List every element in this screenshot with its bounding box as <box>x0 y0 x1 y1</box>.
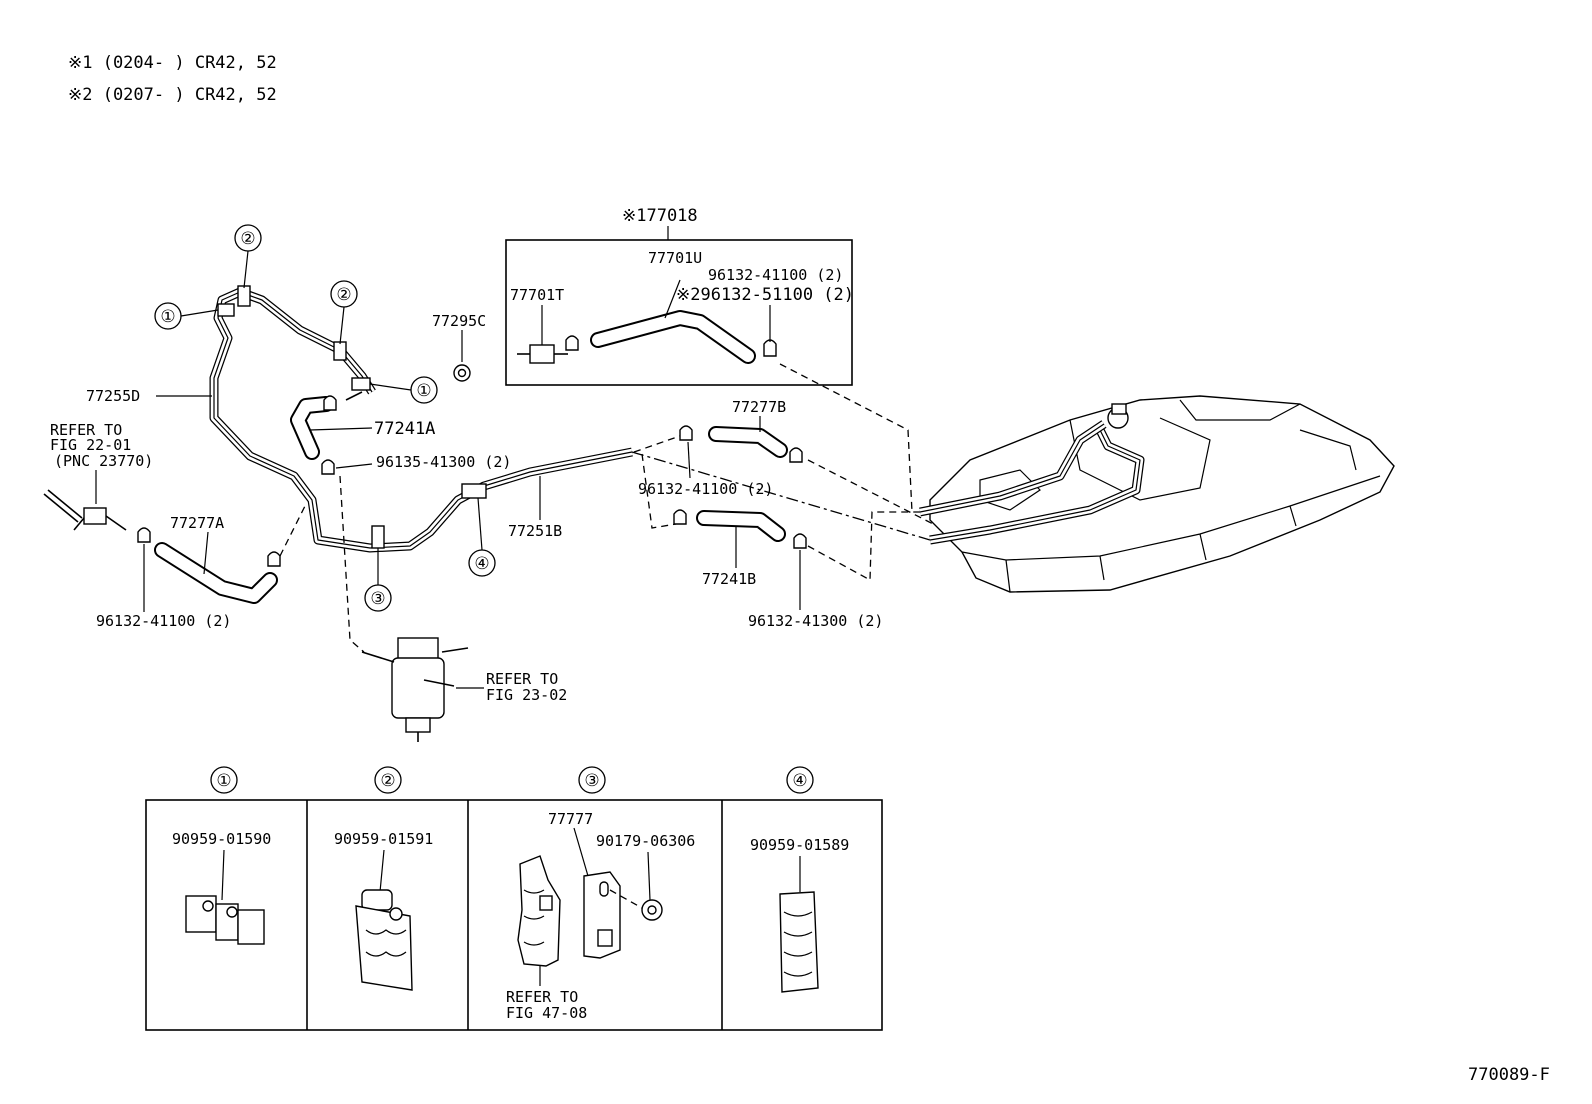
clamp-77777 <box>517 855 561 967</box>
label-77241B: 77241B <box>702 570 756 588</box>
clip-77241B-right <box>793 533 807 549</box>
label-96132-41100-top: 96132-41100 (2) <box>708 266 843 284</box>
detail-boxes-frame <box>145 799 883 1031</box>
fuel-filter-fig-23-02 <box>361 637 469 742</box>
label-96135-41300: 96135-41300 (2) <box>376 453 511 471</box>
clip-77277B-right <box>789 447 803 463</box>
clamp-90959-01591 <box>355 889 413 991</box>
tank-tubes <box>919 420 1145 545</box>
assembly-box <box>505 239 853 386</box>
detail-3-part-a: 77777 <box>548 810 593 828</box>
svg-text:①: ① <box>416 381 431 401</box>
detail-1-part: 90959-01590 <box>172 830 271 848</box>
label-77251B: 77251B <box>508 522 562 540</box>
svg-text:④: ④ <box>792 771 807 791</box>
detail-3-refer-line1: REFER TO <box>506 988 578 1006</box>
label-77255D: 77255D <box>86 387 140 405</box>
detail-3-part-b: 90179-06306 <box>596 832 695 850</box>
detail-1-marker <box>210 766 238 794</box>
clamp-2-top <box>237 285 251 307</box>
nut-90179-06306 <box>641 899 663 921</box>
svg-text:①: ① <box>160 307 175 327</box>
label-77701U: 77701U <box>648 249 702 267</box>
clamp-2-mid <box>333 341 347 361</box>
figure-id: 770089-F <box>1468 1065 1550 1085</box>
clamp-90959-01589 <box>779 891 819 993</box>
label-77701T: 77701T <box>510 286 564 304</box>
clip-77277A-right <box>267 551 281 567</box>
refer-23-line2: FIG 23-02 <box>486 686 567 704</box>
clip-96135-41300 <box>321 459 335 475</box>
label-77277B: 77277B <box>732 398 786 416</box>
leader-filter <box>339 475 365 653</box>
svg-text:④: ④ <box>474 554 489 574</box>
label-77277A: 77277A <box>170 514 224 532</box>
label-96132-41100-mid: 96132-41100 (2) <box>638 480 773 498</box>
legend-note-2: ※2 (0207- ) CR42, 52 <box>68 85 277 105</box>
detail-3-refer-line2: FIG 47-08 <box>506 1004 587 1022</box>
vent-filter-77701T <box>529 344 555 364</box>
label-96132-51100: ※296132-51100 (2) <box>676 285 854 305</box>
clamp-3 <box>371 525 385 549</box>
clip-77277A-left <box>137 527 151 543</box>
svg-text:①: ① <box>216 771 231 791</box>
detail-2-part: 90959-01591 <box>334 830 433 848</box>
clip-77241A <box>323 395 337 411</box>
assembly-label: ※177018 <box>622 206 698 226</box>
clip-assy-left <box>565 335 579 351</box>
clip-assy-right <box>763 339 777 357</box>
joint-fig-22-01 <box>43 489 127 531</box>
clip-77241B-left <box>673 509 687 525</box>
clamp-1-top <box>217 303 235 317</box>
svg-text:②: ② <box>380 771 395 791</box>
svg-text:③: ③ <box>370 589 385 609</box>
label-77241A: 77241A <box>374 419 435 439</box>
clamp-4 <box>461 483 487 499</box>
detail-3-marker <box>578 766 606 794</box>
svg-text:②: ② <box>336 285 351 305</box>
label-96132-41300: 96132-41300 (2) <box>748 612 883 630</box>
svg-text:③: ③ <box>584 771 599 791</box>
legend-note-1: ※1 (0204- ) CR42, 52 <box>68 53 277 73</box>
refer-22-line2: FIG 22-01 <box>50 436 131 454</box>
refer-23-line1: REFER TO <box>486 670 558 688</box>
refer-22-line1: REFER TO <box>50 421 122 439</box>
detail-4-marker <box>786 766 814 794</box>
detail-2-marker <box>374 766 402 794</box>
clamp-1-mid <box>351 377 371 391</box>
clip-77277B-left <box>679 425 693 441</box>
fuel-tank <box>929 395 1395 593</box>
svg-text:②: ② <box>240 229 255 249</box>
label-77295C: 77295C <box>432 312 486 330</box>
label-96132-41100-left: 96132-41100 (2) <box>96 612 231 630</box>
bracket-77777 <box>583 871 621 959</box>
refer-22-line3: (PNC 23770) <box>54 452 153 470</box>
clamp-90959-01590 <box>185 895 265 945</box>
detail-4-part: 90959-01589 <box>750 836 849 854</box>
